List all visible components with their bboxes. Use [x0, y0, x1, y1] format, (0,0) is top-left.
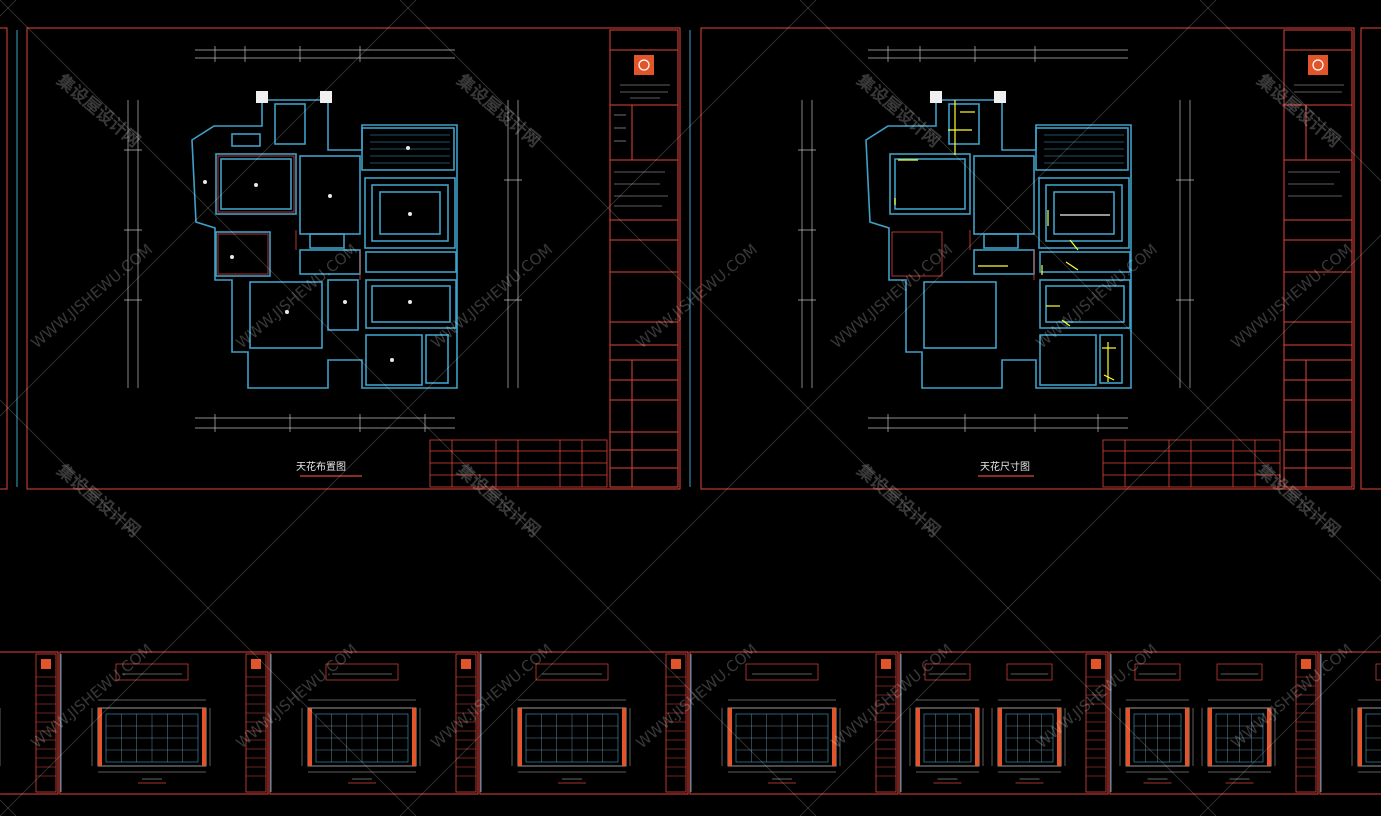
elevation-view: [721, 663, 841, 784]
elevation-sheet[interactable]: [1109, 651, 1319, 795]
watermark-url-text: WWW.JISHEWU.COM: [28, 240, 156, 352]
floor-plan: [191, 99, 458, 389]
elevation-view: [909, 663, 984, 784]
logo-icon: [671, 659, 681, 669]
logo-icon: [1091, 659, 1101, 669]
sheet-frame: [700, 27, 1355, 490]
watermark-text: 集设屋设计网: [1252, 69, 1344, 151]
elevation-sheet[interactable]: [59, 651, 269, 795]
title-block: [609, 29, 679, 488]
logo-icon: [461, 659, 471, 669]
drawing-title: 天花布置图: [296, 460, 346, 473]
watermark-text: 集设屋设计网: [452, 459, 544, 541]
elevation-sheet[interactable]: [0, 651, 59, 795]
logo-icon: [634, 55, 654, 75]
watermark-url-text: WWW.JISHEWU.COM: [428, 640, 556, 752]
dimension-lines: [798, 46, 1194, 432]
tag-marker-icon: [930, 91, 1006, 103]
logo-icon: [251, 659, 261, 669]
watermark-url-text: WWW.JISHEWU.COM: [233, 640, 361, 752]
elevation-view: [991, 663, 1066, 784]
watermark-url-text: WWW.JISHEWU.COM: [1228, 240, 1356, 352]
tag-marker-icon: [256, 91, 332, 103]
watermark-text: 集设屋设计网: [852, 459, 944, 541]
floor-plan: [865, 99, 1132, 389]
watermark-url-text: WWW.JISHEWU.COM: [1033, 640, 1161, 752]
adjacent-sheet-edges: [0, 27, 1381, 490]
logo-icon: [1308, 55, 1328, 75]
elevation-sheet[interactable]: [899, 651, 1109, 795]
watermark-text: 集设屋设计网: [452, 69, 544, 151]
elevation-view: [511, 663, 631, 784]
watermark-url-text: WWW.JISHEWU.COM: [1228, 640, 1356, 752]
elevation-sheet[interactable]: [1319, 651, 1381, 795]
watermark-url-text: WWW.JISHEWU.COM: [233, 240, 361, 352]
watermark-url-text: WWW.JISHEWU.COM: [428, 240, 556, 352]
logo-icon: [881, 659, 891, 669]
watermark-text: 集设屋设计网: [1252, 459, 1344, 541]
logo-icon: [1301, 659, 1311, 669]
interior-red-details: [217, 155, 361, 280]
logo-icon: [41, 659, 51, 669]
elevation-sheet[interactable]: [479, 651, 689, 795]
light-fixture-icon: [203, 146, 412, 362]
elevation-view: [1119, 663, 1194, 784]
elevation-sheet[interactable]: [689, 651, 899, 795]
sheet-frame: [26, 27, 681, 490]
legend-table: [1102, 439, 1281, 488]
sheet-ceiling-layout[interactable]: 天花布置图: [26, 27, 681, 490]
elevation-sheets-strip[interactable]: [0, 651, 1381, 795]
watermark-url-text: WWW.JISHEWU.COM: [633, 240, 761, 352]
watermark-text: 集设屋设计网: [52, 459, 144, 541]
watermark-text: 集设屋设计网: [52, 69, 144, 151]
elevation-sheet[interactable]: [269, 651, 479, 795]
elevation-view: [1201, 663, 1276, 784]
dimension-lines: [124, 46, 522, 432]
highlight-annotations: [894, 100, 1116, 382]
elevation-view: [301, 663, 421, 784]
title-block: [1283, 29, 1353, 488]
watermark-url-text: WWW.JISHEWU.COM: [633, 640, 761, 752]
sheet-ceiling-dimensions[interactable]: 天花尺寸图: [700, 27, 1355, 490]
watermark-url-text: WWW.JISHEWU.COM: [828, 640, 956, 752]
legend-table: [429, 439, 608, 488]
elevation-view: [91, 663, 211, 784]
drawing-title: 天花尺寸图: [980, 460, 1030, 473]
interior-red-details: [891, 230, 1035, 280]
elevation-view: [1351, 663, 1381, 773]
